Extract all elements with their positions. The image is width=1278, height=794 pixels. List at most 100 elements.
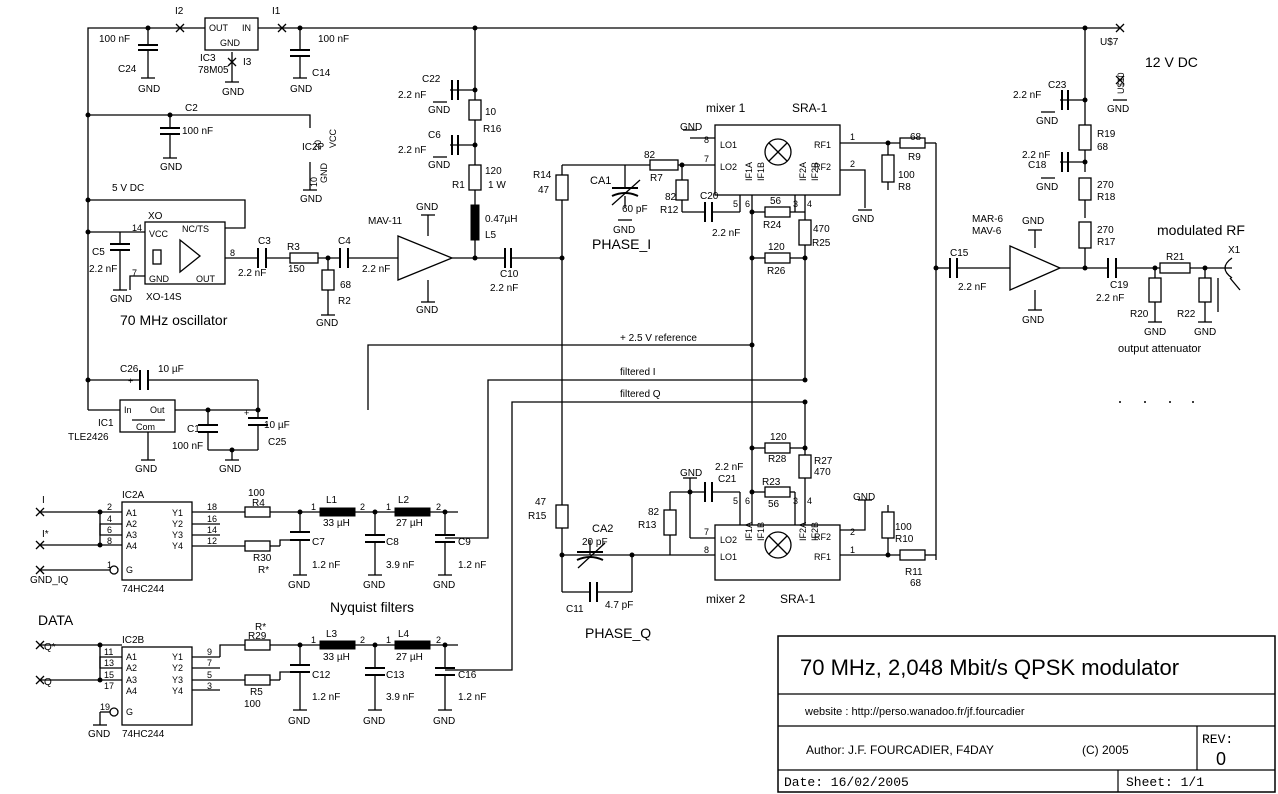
label-mar6: MAR-6 [972, 214, 1004, 225]
label-r1-pow: 1 W [488, 180, 506, 191]
label-m2-p3: 3 [793, 496, 798, 506]
r10-resistor [881, 511, 895, 539]
xo-oscillator [144, 221, 226, 285]
l1-inductor [319, 507, 356, 517]
label-xo-vcc: VCC [149, 229, 169, 239]
label-ic2a-g: G [126, 565, 133, 575]
us7-marker [1115, 23, 1125, 33]
label-mav6: MAV-6 [972, 226, 1002, 237]
r1-resistor [468, 164, 482, 191]
label-m2-p6: 6 [745, 496, 750, 506]
label-ic2b-part: 74HC244 [122, 729, 165, 740]
us10-marker [1115, 75, 1125, 85]
c14-capacitor [290, 49, 310, 57]
label-r3: R3 [287, 242, 300, 253]
label-r29-val: R* [255, 622, 266, 633]
components [35, 17, 1241, 726]
r3-resistor [289, 252, 319, 264]
label-r28: R28 [768, 454, 787, 465]
label-phase-q: PHASE_Q [585, 625, 651, 641]
label-ic1-out: Out [150, 405, 165, 415]
label-c12-val: 1.2 nF [312, 692, 340, 703]
r25-resistor [798, 219, 812, 246]
c19-capacitor [1107, 258, 1117, 278]
label-ic2a-p4: 4 [107, 514, 112, 524]
label-r7: R7 [650, 173, 663, 184]
label-gnd-r2: GND [316, 318, 338, 329]
c22-capacitor [451, 80, 459, 100]
label-m2-if2a: IF2A [798, 522, 808, 541]
label-ic2a-p8: 8 [107, 536, 112, 546]
label-c13-val: 3.9 nF [386, 692, 414, 703]
r28-resistor [764, 442, 791, 454]
label-l3-p1: 1 [311, 635, 316, 645]
c2-capacitor [160, 127, 180, 135]
label-ic2b-p7: 7 [207, 658, 212, 668]
c10-capacitor [504, 248, 512, 268]
label-c25-plus: + [244, 408, 249, 418]
label-m1-lo1: LO1 [720, 140, 737, 150]
label-ic3-out: OUT [209, 23, 229, 33]
label-l4-p2: 2 [436, 635, 441, 645]
label-gnd-ic1: GND [135, 464, 157, 475]
label-r17: R17 [1097, 237, 1116, 248]
label-c8: C8 [386, 537, 399, 548]
label-l2: L2 [398, 495, 410, 506]
label-xo14s: XO-14S [146, 292, 182, 303]
r5-resistor [244, 674, 271, 686]
label-gnd-c2: GND [160, 162, 182, 173]
label-m1-rf2: RF2 [814, 162, 831, 172]
label-l5-val: 0.47µH [485, 214, 517, 225]
label-c16: C16 [458, 670, 477, 681]
label-gnd-c14: GND [290, 84, 312, 95]
label-c25: C25 [268, 437, 287, 448]
q-input-marker [35, 675, 45, 685]
label-r2: R2 [338, 296, 351, 307]
l3-inductor [319, 640, 356, 650]
label-c6-val: 2.2 nF [398, 145, 426, 156]
l4-inductor [394, 640, 431, 650]
label-ic1: IC1 [98, 418, 114, 429]
label-r16: R16 [483, 124, 502, 135]
label-ic2b-p19: 19 [100, 702, 110, 712]
label-l4-p1: 1 [386, 635, 391, 645]
label-c21-val: 2.2 nF [715, 462, 743, 473]
label-gnd-r20: GND [1144, 327, 1166, 338]
label-r24: R24 [763, 220, 782, 231]
label-us7: U$7 [1100, 37, 1119, 48]
label-c11: C11 [566, 604, 584, 615]
rev-value: 0 [1216, 749, 1226, 769]
r27-resistor [798, 454, 812, 479]
label-r14: R14 [533, 170, 552, 181]
label-ic1-in: In [124, 405, 132, 415]
label-c2-val: 100 nF [182, 126, 213, 137]
label-gnd-c25: GND [219, 464, 241, 475]
label-m2-p2: 2 [850, 527, 855, 537]
title-text: 70 MHz, 2,048 Mbit/s QPSK modulator [800, 655, 1179, 680]
label-nyquist: Nyquist filters [330, 599, 414, 615]
label-gnd-mav11-top: GND [416, 202, 438, 213]
label-c14-val: 100 nF [318, 34, 349, 45]
date-text: Date: 16/02/2005 [784, 775, 909, 790]
label-c24: C24 [118, 64, 137, 75]
label-gnd-rf2: GND [852, 214, 874, 225]
label-gnd-c8: GND [363, 580, 385, 591]
label-m2-if1b: IF1B [756, 522, 766, 541]
label-ic2b-p17: 17 [104, 681, 114, 691]
label-ic2b: IC2B [122, 635, 145, 646]
label-m1-p2: 2 [850, 159, 855, 169]
label-c1-val: 100 nF [172, 441, 203, 452]
label-gnd-c7: GND [288, 580, 310, 591]
label-sra1-b: SRA-1 [780, 592, 816, 606]
label-r9: R9 [908, 152, 921, 163]
label-ic2b-a2: A2 [126, 663, 137, 673]
label-m1-if1b: IF1B [756, 162, 766, 181]
label-ic2b-p3: 3 [207, 681, 212, 691]
label-ic2a-y4: Y4 [172, 541, 183, 551]
label-r13: R13 [638, 520, 657, 531]
label-r30-val: R* [258, 565, 269, 576]
label-m2-p1: 1 [850, 545, 855, 555]
label-12vdc: 12 V DC [1145, 54, 1198, 70]
label-c26: C26 [120, 364, 139, 375]
r23-resistor [764, 486, 791, 498]
